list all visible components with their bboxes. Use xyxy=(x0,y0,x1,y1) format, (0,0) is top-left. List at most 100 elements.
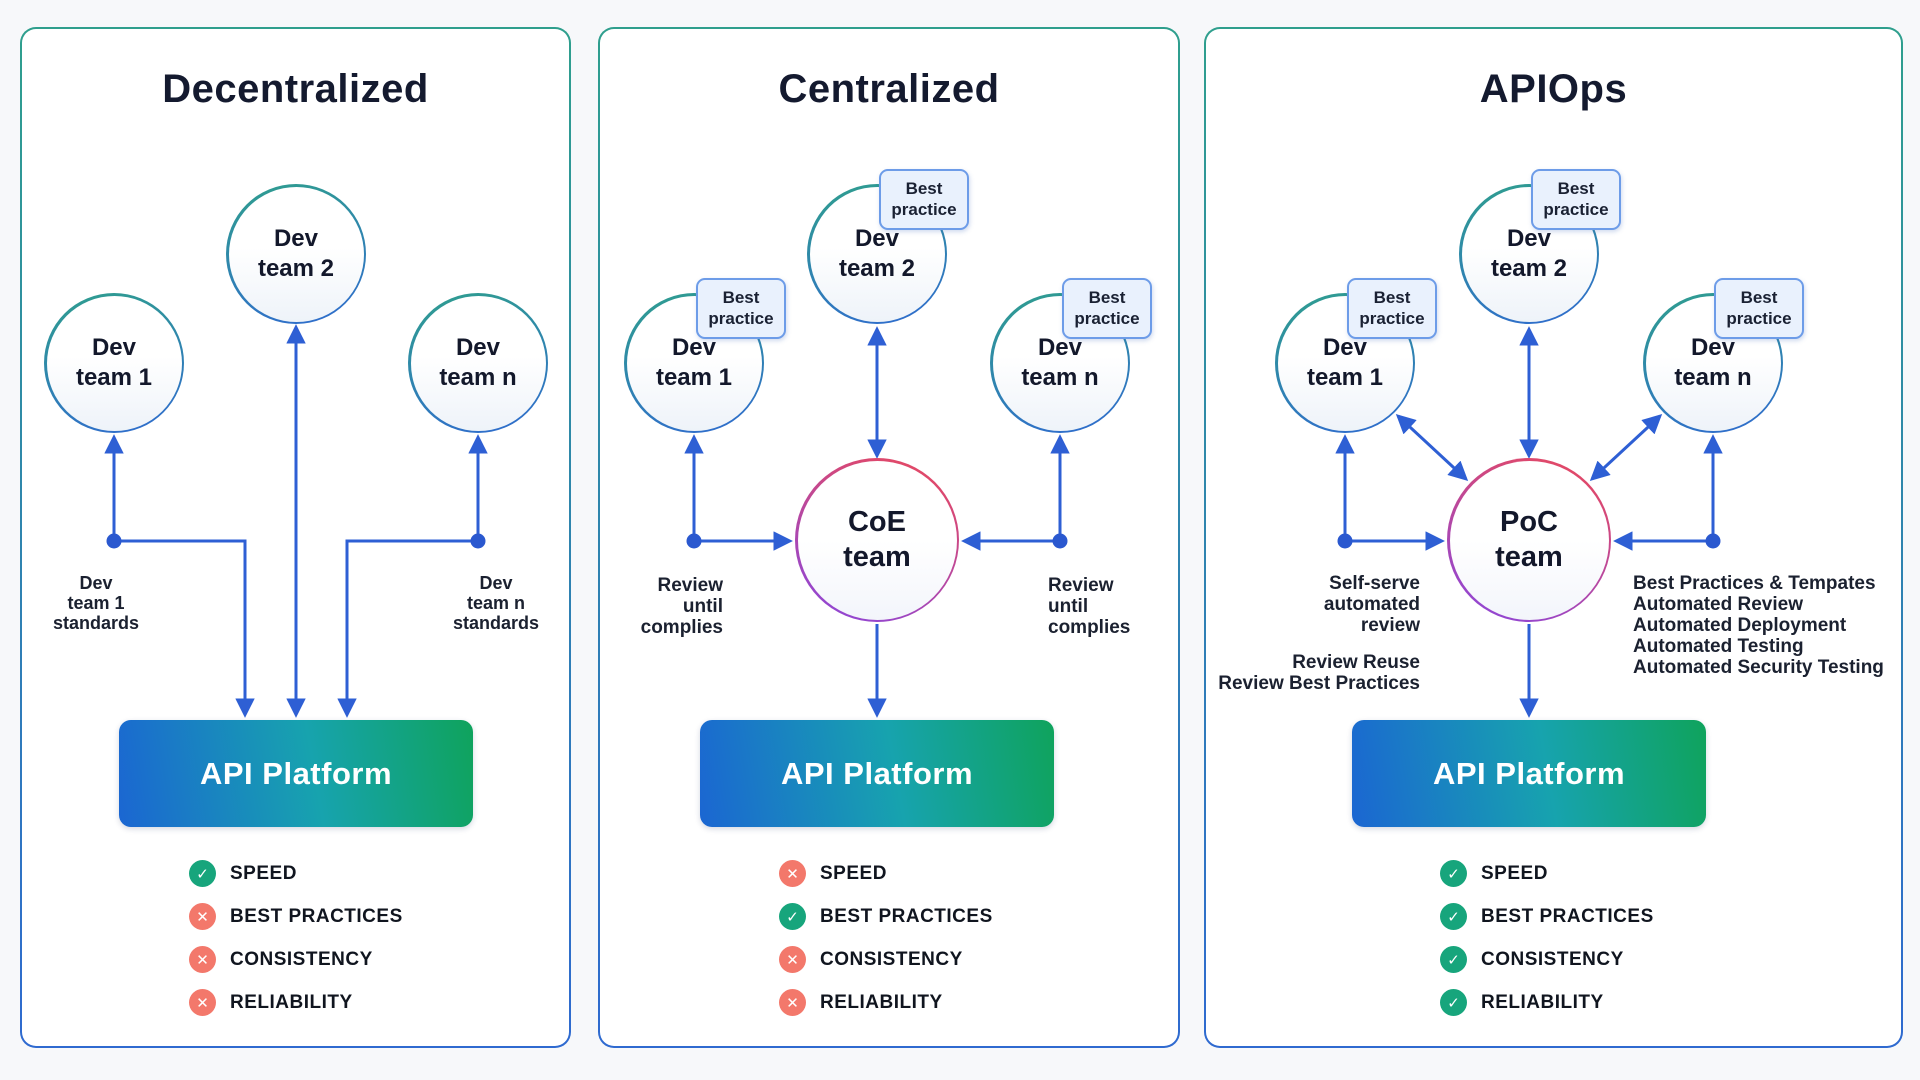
checklist-label: SPEED xyxy=(820,862,887,884)
dev-team-n-label: Dev team n xyxy=(410,295,546,431)
arrow-team1-hub-bidirectional xyxy=(1395,414,1469,481)
panel-title: APIOps xyxy=(1479,67,1628,111)
dev-team-n-label: Dev team n xyxy=(1645,295,1781,431)
checklist-label: RELIABILITY xyxy=(820,991,943,1013)
checklist-label: SPEED xyxy=(1481,862,1548,884)
dev-team-2-circle: Dev team 2 xyxy=(1459,184,1599,324)
cross-check-icon: ✓ xyxy=(1440,903,1467,930)
coe-team-label: CoE team xyxy=(797,460,957,620)
status-glyph: ✕ xyxy=(196,951,209,969)
panel-title: Decentralized xyxy=(162,67,429,111)
status-glyph: ✓ xyxy=(1447,994,1460,1012)
status-glyph: ✕ xyxy=(196,994,209,1012)
junction-dot-left xyxy=(1337,533,1353,549)
checklist-row-reliability: ✕ RELIABILITY xyxy=(189,989,403,1016)
cross-check-icon: ✓ xyxy=(189,860,216,887)
coe-team-circle: CoE team xyxy=(795,458,959,622)
checklist-row-speed: ✕ SPEED xyxy=(779,860,993,887)
checklist-label: RELIABILITY xyxy=(1481,991,1604,1013)
team1-standards-label: Dev team 1 standards xyxy=(52,573,140,633)
cross-check-icon: ✕ xyxy=(779,860,806,887)
api-platform-box: API Platform xyxy=(1352,720,1706,827)
status-glyph: ✓ xyxy=(1447,908,1460,926)
dev-team-2-circle: Dev team 2 xyxy=(226,184,366,324)
cross-check-icon: ✕ xyxy=(189,903,216,930)
cross-check-icon: ✕ xyxy=(189,989,216,1016)
best-practice-badge-team1: Best practice xyxy=(696,278,786,339)
checklist-row-consistency: ✕ CONSISTENCY xyxy=(189,946,403,973)
dev-team-1-circle: Dev team 1 xyxy=(1275,293,1415,433)
cross-check-icon: ✕ xyxy=(779,989,806,1016)
connector-lines xyxy=(104,324,488,718)
dev-team-n-label: Dev team n xyxy=(992,295,1128,431)
cross-check-icon: ✓ xyxy=(1440,989,1467,1016)
teamn-standards-label: Dev team n standards xyxy=(452,573,540,633)
panel-centralized: Centralized Dev team 2 Dev team 1 Dev te… xyxy=(598,27,1180,1048)
arrow-teamn-to-platform xyxy=(337,539,478,718)
poc-team-label: PoC team xyxy=(1449,460,1609,620)
best-practice-badge-team1: Best practice xyxy=(1347,278,1437,339)
checklist-row-best-practices: ✕ BEST PRACTICES xyxy=(189,903,403,930)
dev-team-1-circle: Dev team 1 xyxy=(44,293,184,433)
checklist: ✓ SPEED ✕ BEST PRACTICES ✕ CONSISTENCY ✕… xyxy=(189,860,403,1032)
panel-decentralized: Decentralized Dev team 2 Dev team 1 Dev … xyxy=(20,27,571,1048)
junction-dot-right xyxy=(1052,533,1068,549)
status-glyph: ✓ xyxy=(1447,865,1460,883)
checklist-label: BEST PRACTICES xyxy=(1481,905,1654,927)
junction-dot-right xyxy=(1705,533,1721,549)
arrow-team1-to-platform xyxy=(114,539,255,718)
status-glyph: ✕ xyxy=(786,951,799,969)
review-reuse-label: Review Reuse Review Best Practices xyxy=(1218,652,1420,694)
api-platform-box: API Platform xyxy=(700,720,1054,827)
junction-dot-left xyxy=(106,533,122,549)
api-platform-label: API Platform xyxy=(199,755,393,791)
junction-dot-left xyxy=(686,533,702,549)
checklist: ✓ SPEED ✓ BEST PRACTICES ✓ CONSISTENCY ✓… xyxy=(1440,860,1654,1032)
api-platform-label: API Platform xyxy=(780,755,974,791)
status-glyph: ✕ xyxy=(196,908,209,926)
checklist-row-consistency: ✕ CONSISTENCY xyxy=(779,946,993,973)
dev-team-1-label: Dev team 1 xyxy=(46,295,182,431)
best-practice-badge-teamn: Best practice xyxy=(1062,278,1152,339)
dev-team-n-circle: Dev team n xyxy=(408,293,548,433)
checklist-label: RELIABILITY xyxy=(230,991,353,1013)
arrow-teamn-hub-bidirectional xyxy=(1589,414,1663,481)
checklist-label: BEST PRACTICES xyxy=(230,905,403,927)
status-glyph: ✓ xyxy=(196,865,209,883)
cross-check-icon: ✕ xyxy=(779,946,806,973)
dev-team-n-circle: Dev team n xyxy=(1643,293,1783,433)
best-practice-badge-team2: Best practice xyxy=(1531,169,1621,230)
checklist-row-reliability: ✕ RELIABILITY xyxy=(779,989,993,1016)
status-glyph: ✓ xyxy=(786,908,799,926)
cross-check-icon: ✓ xyxy=(1440,860,1467,887)
checklist-label: SPEED xyxy=(230,862,297,884)
checklist-row-speed: ✓ SPEED xyxy=(1440,860,1654,887)
checklist-label: CONSISTENCY xyxy=(230,948,373,970)
self-serve-automated-review-label: Self-serve automated review xyxy=(1323,573,1420,636)
checklist: ✕ SPEED ✓ BEST PRACTICES ✕ CONSISTENCY ✕… xyxy=(779,860,993,1032)
cross-check-icon: ✕ xyxy=(189,946,216,973)
panel-title: Centralized xyxy=(778,67,1000,111)
status-glyph: ✕ xyxy=(786,865,799,883)
junction-dot-right xyxy=(470,533,486,549)
review-until-complies-left: Review until complies xyxy=(640,575,723,638)
best-practice-badge-teamn: Best practice xyxy=(1714,278,1804,339)
status-glyph: ✓ xyxy=(1447,951,1460,969)
connector-lines xyxy=(1335,326,1723,718)
checklist-row-best-practices: ✓ BEST PRACTICES xyxy=(779,903,993,930)
api-platform-label: API Platform xyxy=(1432,755,1626,791)
checklist-label: CONSISTENCY xyxy=(1481,948,1624,970)
checklist-label: CONSISTENCY xyxy=(820,948,963,970)
best-practice-badge-team2: Best practice xyxy=(879,169,969,230)
poc-team-circle: PoC team xyxy=(1447,458,1611,622)
api-platform-box: API Platform xyxy=(119,720,473,827)
connector-lines xyxy=(684,326,1070,718)
cross-check-icon: ✓ xyxy=(779,903,806,930)
automation-features-list: Best Practices & Tempates Automated Revi… xyxy=(1633,573,1884,678)
cross-check-icon: ✓ xyxy=(1440,946,1467,973)
panel-apiops: APIOps Dev team 2 Dev team 1 Dev team n … xyxy=(1204,27,1903,1048)
checklist-row-best-practices: ✓ BEST PRACTICES xyxy=(1440,903,1654,930)
checklist-label: BEST PRACTICES xyxy=(820,905,993,927)
checklist-row-consistency: ✓ CONSISTENCY xyxy=(1440,946,1654,973)
